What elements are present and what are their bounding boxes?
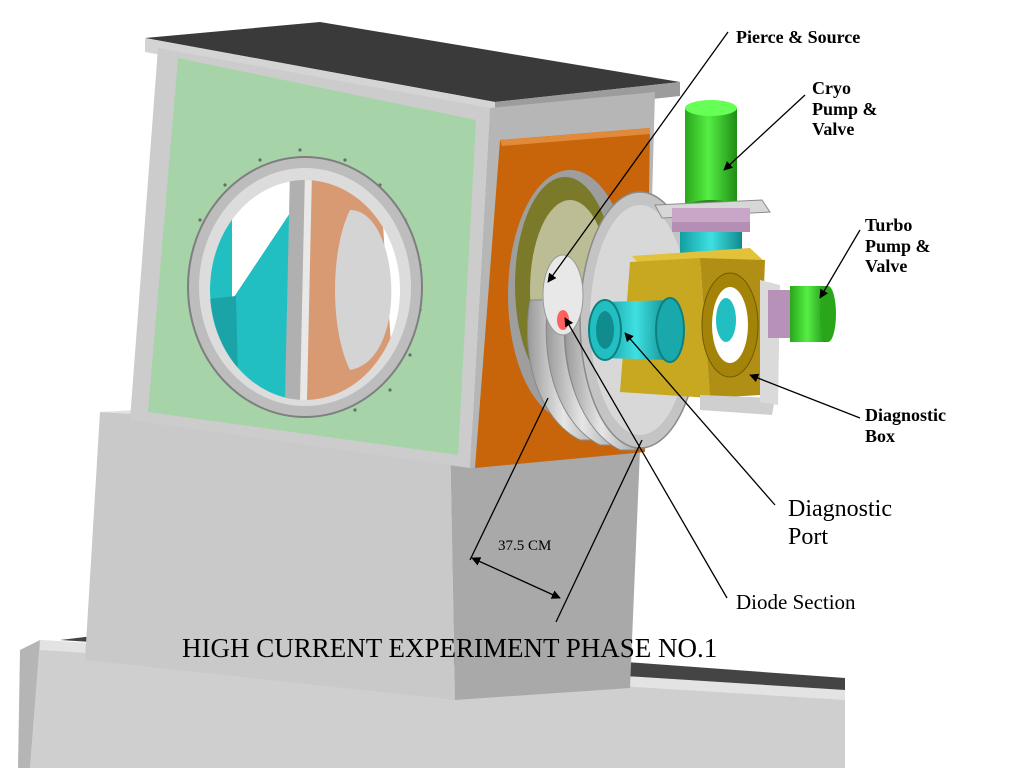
label-diagnostic-box-line1: Diagnostic — [865, 405, 946, 425]
leader-pierce-source — [547, 31, 729, 283]
label-turbo-line1: Turbo — [865, 215, 913, 235]
leader-diagnostic-port — [624, 332, 776, 506]
diagram-title: HIGH CURRENT EXPERIMENT PHASE NO.1 — [182, 633, 718, 663]
diagnostic-port-tube — [588, 297, 685, 363]
leader-cryo — [723, 94, 806, 171]
turbo-pump — [768, 286, 836, 342]
label-turbo-line3: Valve — [865, 256, 908, 277]
label-cryo-line2: Pump & — [812, 98, 878, 119]
dimension-extension-left — [469, 397, 549, 561]
label-diode-section: Diode Section — [736, 590, 856, 614]
label-dimension: 37.5 CM — [498, 538, 552, 554]
dimension-arrow — [471, 557, 561, 599]
viewport-window — [187, 156, 423, 418]
label-pierce-source: Pierce & Source — [736, 27, 861, 47]
label-cryo-pump: Cryo Pump & Valve — [812, 78, 878, 140]
leader-diode-section — [564, 317, 728, 599]
label-diagnostic-port-line2: Port — [788, 523, 829, 550]
label-diagnostic-port-line1: Diagnostic — [788, 496, 892, 522]
label-cryo-line3: Valve — [812, 119, 855, 140]
leader-turbo — [819, 229, 861, 299]
leader-lines — [469, 31, 861, 623]
dimension-extension-right — [555, 439, 643, 623]
cryo-pump — [654, 100, 771, 254]
label-diagnostic-box-line2: Box — [865, 425, 896, 446]
label-turbo-line2: Pump & — [865, 235, 931, 256]
label-diagnostic-port: Diagnostic Port — [788, 496, 892, 551]
label-diagnostic-box: Diagnostic Box — [865, 405, 946, 446]
leader-diagnostic-box — [749, 373, 861, 419]
label-cryo-line1: Cryo — [812, 78, 851, 98]
label-turbo-pump: Turbo Pump & Valve — [865, 215, 931, 277]
